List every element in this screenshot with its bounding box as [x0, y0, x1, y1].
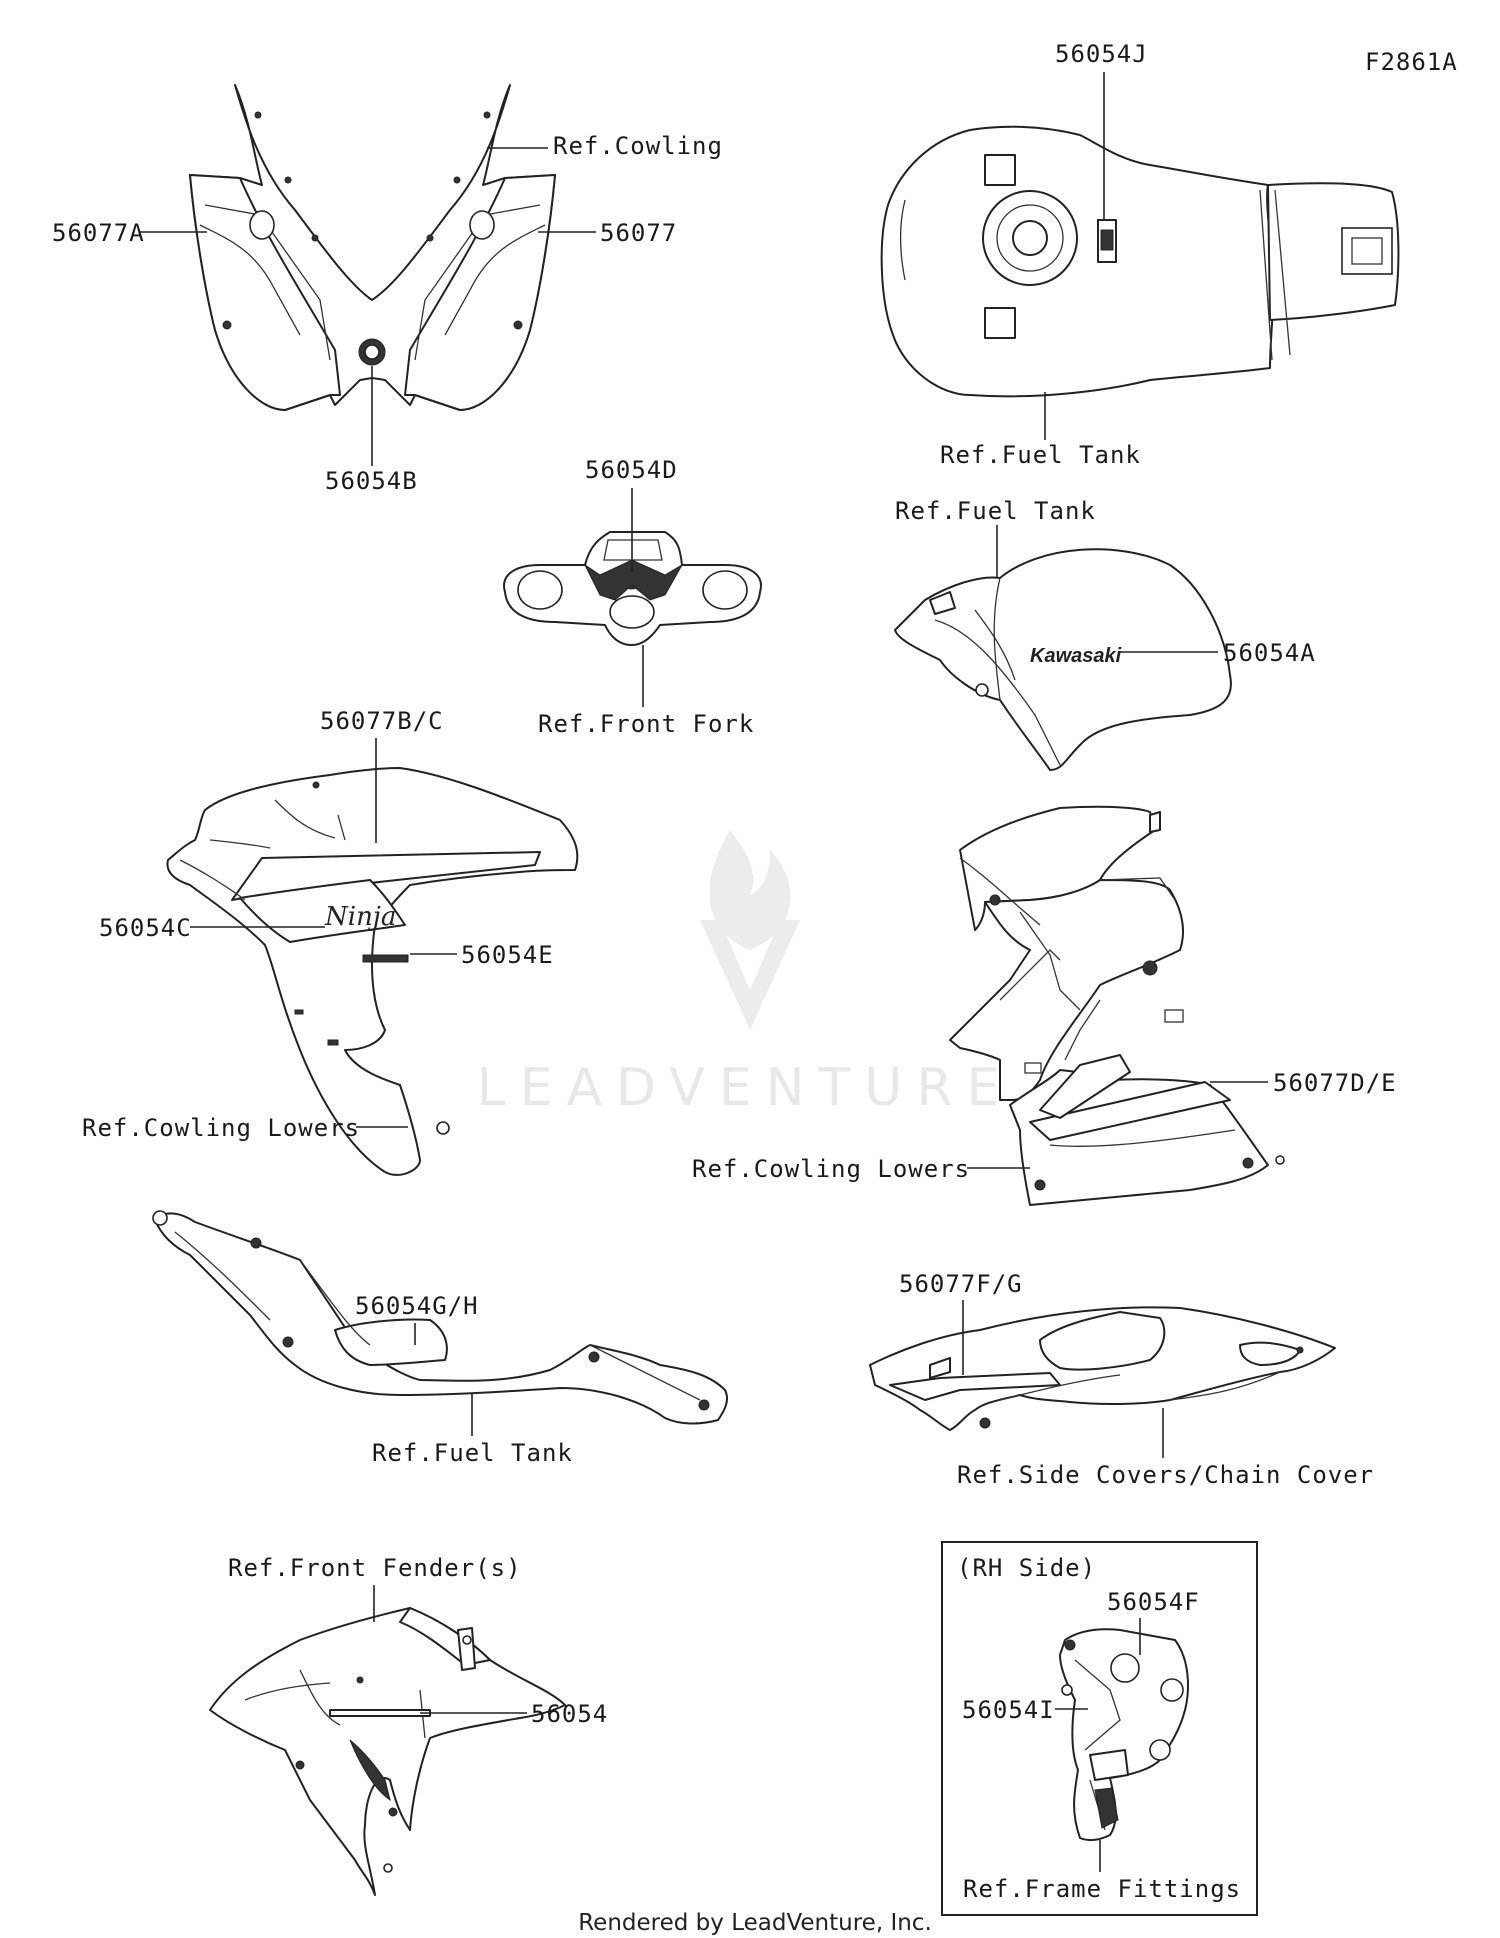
label-ref-front-fender: Ref.Front Fender(s) — [228, 1554, 522, 1582]
front-fender — [209, 1607, 566, 1896]
label-ref-frame-fittings: Ref.Frame Fittings — [963, 1875, 1241, 1903]
frame-fitting — [1059, 1628, 1189, 1842]
cowl-logo-decal: Ninja — [324, 902, 396, 932]
label-56054B: 56054B — [325, 467, 418, 495]
label-rh-side: (RH Side) — [957, 1554, 1096, 1582]
label-56054A: 56054A — [1223, 639, 1316, 667]
label-ref-fuel-tank-top: Ref.Fuel Tank — [940, 441, 1141, 469]
label-ref-cowling: Ref.Cowling — [553, 132, 723, 160]
label-ref-fuel-tank-side: Ref.Fuel Tank — [895, 497, 1096, 525]
label-56077A: 56077A — [52, 219, 145, 247]
cowling-lowers-left: Ninja — [166, 767, 579, 1176]
label-56077: 56077 — [600, 219, 677, 247]
cowling-lowers-right — [949, 805, 1285, 1206]
side-covers — [869, 1306, 1336, 1431]
label-56054D: 56054D — [585, 456, 678, 484]
label-56054GH: 56054G/H — [355, 1292, 479, 1320]
upper-cowling — [189, 84, 556, 411]
label-56077DE: 56077D/E — [1273, 1069, 1397, 1097]
watermark-text: LEADVENTURE — [477, 1058, 1014, 1118]
figure-code: F2861A — [1365, 48, 1458, 76]
tank-logo-decal: Kawasaki — [1030, 645, 1122, 667]
label-56054I: 56054I — [962, 1696, 1055, 1724]
label-56054C: 56054C — [99, 914, 192, 942]
label-ref-front-fork: Ref.Front Fork — [538, 710, 754, 738]
label-56054F: 56054F — [1107, 1588, 1200, 1616]
label-56054E: 56054E — [461, 941, 554, 969]
label-56054J: 56054J — [1055, 40, 1148, 68]
label-ref-cowling-lowers-left: Ref.Cowling Lowers — [82, 1114, 360, 1142]
label-56077FG: 56077F/G — [899, 1270, 1023, 1298]
fuel-tank-cover — [152, 1210, 728, 1425]
front-fork-bridge — [503, 531, 762, 646]
fuel-tank-side: Kawasaki — [894, 548, 1232, 771]
label-ref-fuel-tank-cover: Ref.Fuel Tank — [372, 1439, 573, 1467]
fuel-tank-top — [880, 125, 1400, 398]
footer-credit: Rendered by LeadVenture, Inc. — [578, 1910, 932, 1936]
rh-side-box: (RH Side) 56054F 56054I Ref.Frame Fittin… — [941, 1541, 1258, 1916]
label-56077BC: 56077B/C — [320, 707, 444, 735]
label-56054: 56054 — [531, 1700, 608, 1728]
watermark: LEADVENTURE — [477, 830, 1014, 1118]
label-ref-cowling-lowers-right: Ref.Cowling Lowers — [692, 1155, 970, 1183]
label-ref-side-covers: Ref.Side Covers/Chain Cover — [957, 1461, 1374, 1489]
